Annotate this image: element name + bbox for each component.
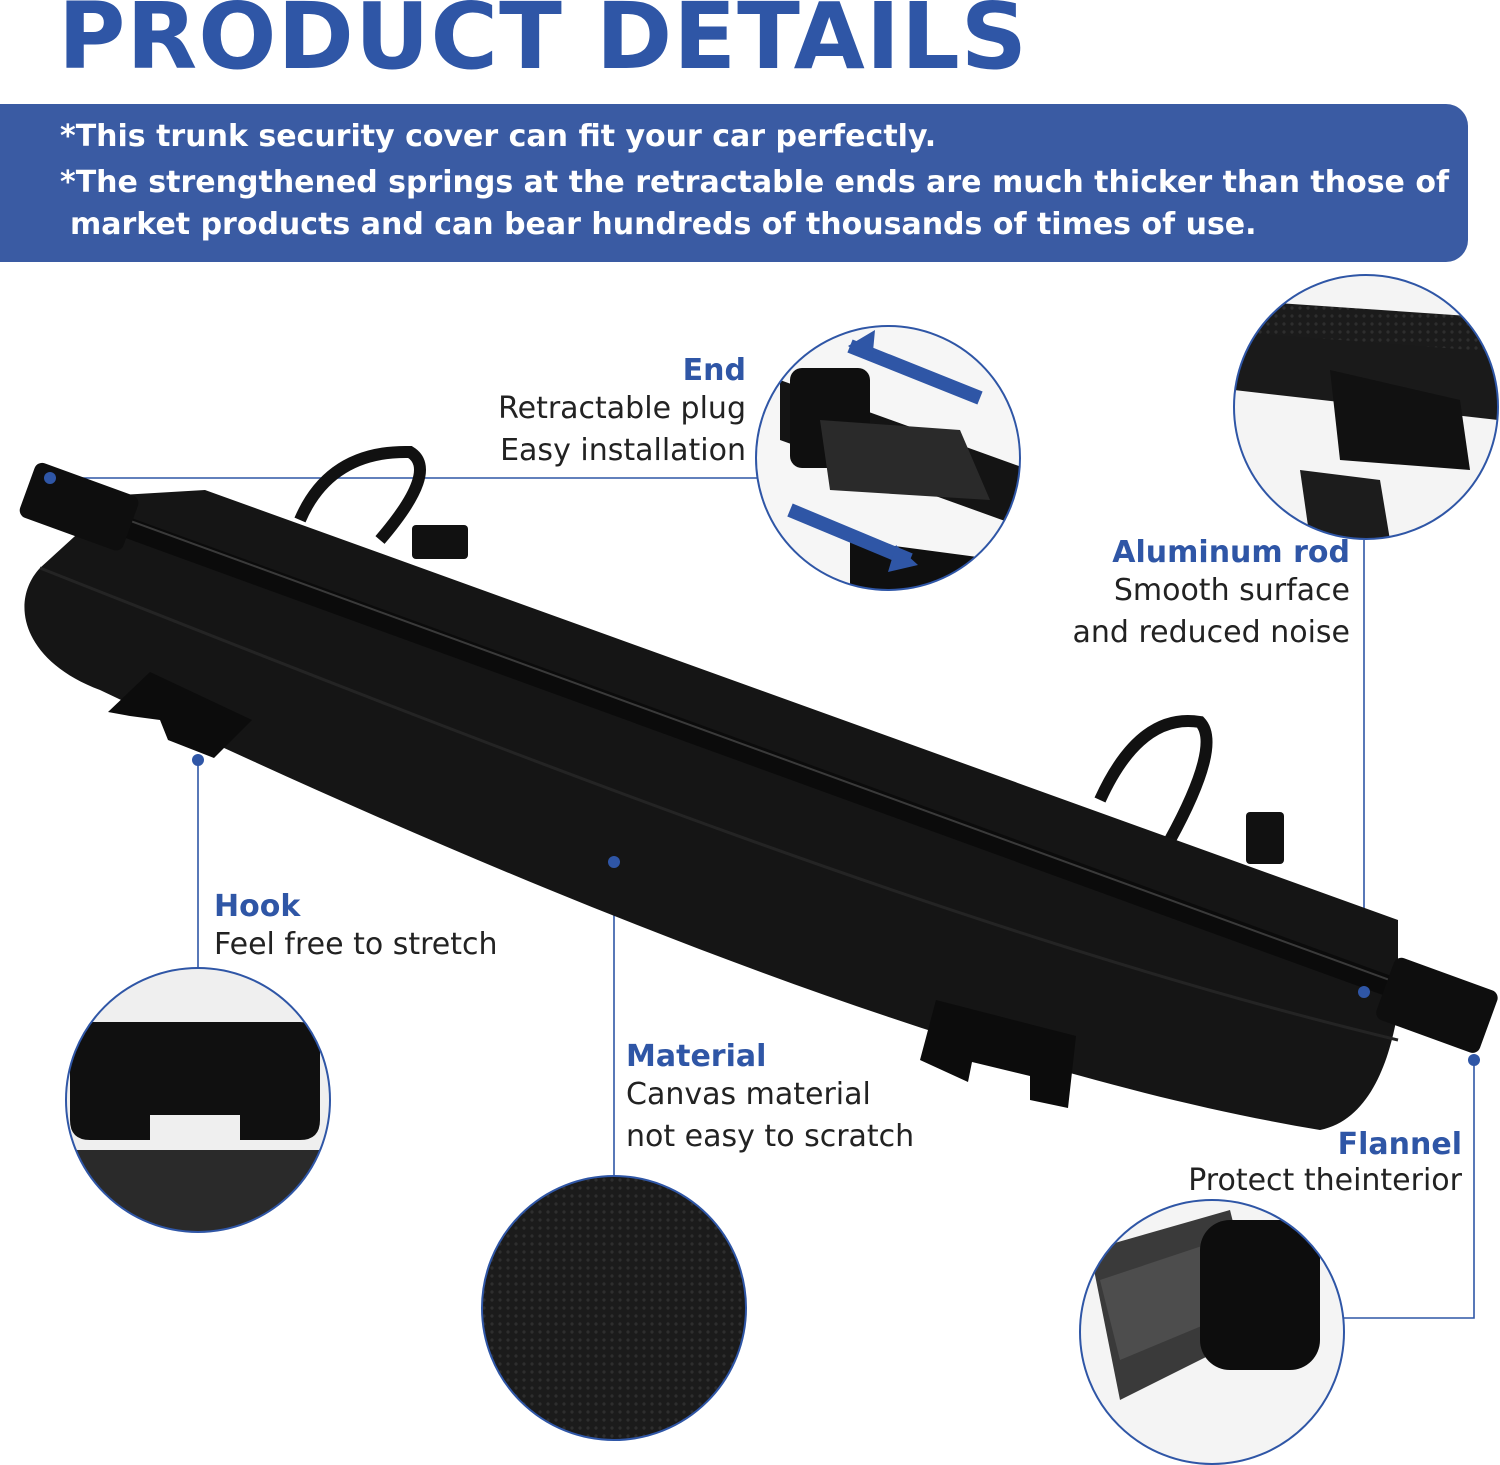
callout-material-line-2: not easy to scratch [626,1119,915,1154]
callout-flannel-title: Flannel [1337,1127,1462,1162]
callout-end-line-2: Easy installation [500,433,746,468]
callout-hook-title: Hook [214,889,301,924]
buckle-left-icon [412,525,468,559]
leader-dots [44,472,1480,1066]
callout-circle-aluminum-rod [1233,274,1499,540]
callout-rod-line-2: and reduced noise [1072,615,1351,650]
callout-circle-material [481,1175,747,1441]
callout-end-line-1: Retractable plug [498,391,746,426]
callout-rod-line-1: Smooth surface [1113,573,1350,608]
banner-bullet-springs: *The strengthened springs at the retract… [60,165,1450,200]
hook-right [920,1000,1076,1108]
page-title: PRODUCT DETAILS [58,0,1028,90]
hook-left [108,672,252,758]
aluminum-rod [54,492,1430,1010]
canvas-cover [24,490,1398,1130]
callout-circle-end [755,325,1021,591]
callout-material-line-1: Canvas material [626,1077,871,1112]
callout-flannel-line-1: Protect theinterior [1188,1163,1462,1198]
rod-end-left [19,462,139,551]
callout-rod-title: Aluminum rod [1112,535,1350,570]
rod-end-right [1376,957,1498,1053]
callout-material-title: Material [626,1039,767,1074]
callout-end-title: End [682,353,746,388]
callout-circle-hook [65,967,331,1233]
banner-bullet-springs-cont: market products and can bear hundreds of… [70,207,1257,242]
callout-hook-line-1: Feel free to stretch [214,927,498,962]
banner-bullet-fit: *This trunk security cover can fit your … [60,119,937,154]
callout-circle-flannel [1079,1199,1345,1465]
strap-left [294,445,426,544]
strap-right [1094,715,1213,843]
buckle-right-icon [1246,812,1284,864]
info-banner: *This trunk security cover can fit your … [0,104,1468,262]
